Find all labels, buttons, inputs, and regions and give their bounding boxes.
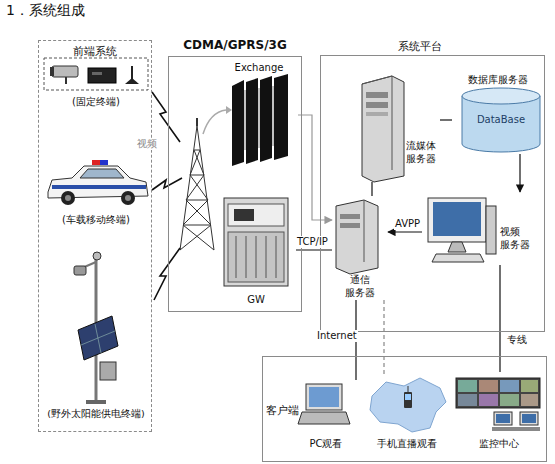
- laptop-icon: [298, 384, 350, 424]
- client-node: 手机直播观看: [365, 375, 454, 454]
- connector: [519, 154, 520, 192]
- node-label: 监控中心: [452, 438, 545, 451]
- node-label: 数据库服务器: [448, 74, 548, 87]
- node-label: 系统平台: [380, 40, 460, 54]
- connector: [388, 231, 422, 232]
- workstation-icon: [428, 198, 496, 262]
- terminal-node: (车载移动终端): [42, 150, 154, 232]
- client-node: 监控中心: [452, 372, 547, 454]
- panel: 系统平台数据库服务器DataBase流媒体 服务器通信 服务器视频 服务器: [318, 38, 550, 334]
- node-label: 客户端: [266, 404, 302, 418]
- solar-pole-icon: [74, 252, 118, 404]
- panel: CDMA/GPRS/3G ExchangeGW: [166, 36, 306, 314]
- exchange-icon: [232, 74, 288, 166]
- diagram-title: 1．系统组成: [6, 2, 85, 20]
- terminal-node: (野外太阳能供电终端): [40, 240, 154, 428]
- wireless-link: [152, 92, 182, 300]
- node-label: 通信 服务器: [334, 274, 386, 299]
- map-icon: [370, 378, 446, 432]
- connector: [371, 182, 372, 196]
- camera-icon: [50, 66, 78, 84]
- database-node: 数据库服务器DataBase: [452, 70, 550, 154]
- node-label: (固定终端): [42, 96, 150, 109]
- node-label: Exchange: [222, 62, 296, 75]
- node-label: 视频 服务器: [500, 226, 540, 251]
- edge-label: AVPP: [394, 218, 421, 230]
- node-sublabel: DataBase: [462, 114, 540, 127]
- connector: [298, 115, 332, 220]
- edge-label: Internet: [316, 330, 358, 342]
- node-label: 手机直播观看: [362, 438, 452, 451]
- edge-label: TCP/IP: [296, 236, 329, 248]
- server-node: 流媒体 服务器: [356, 70, 440, 182]
- connector: [383, 300, 384, 375]
- node-label: CDMA/GPRS/3G: [166, 38, 304, 53]
- node-label: (车载移动终端): [40, 214, 152, 227]
- gateway-node: GW: [218, 190, 296, 312]
- panel: 客户端PC观看手机直播观看监控中心: [262, 356, 547, 462]
- car-icon: [48, 160, 148, 205]
- monitor-wall-icon: [456, 378, 540, 431]
- node-label: GW: [218, 294, 294, 307]
- node-label: 前端系统: [40, 45, 150, 59]
- server-icon: [336, 200, 378, 274]
- terminal-node: (固定终端): [42, 56, 152, 112]
- exchange-node: Exchange: [226, 62, 298, 168]
- server-node: 通信 服务器: [332, 196, 388, 300]
- node-label: (野外太阳能供电终端): [40, 408, 152, 420]
- free-label: 视频: [136, 138, 158, 150]
- terminal-frame: [44, 58, 148, 90]
- antenna-icon: [125, 66, 139, 84]
- dvr-icon: [88, 68, 116, 83]
- server-icon: [362, 76, 404, 182]
- node-label: 流媒体 服务器: [406, 140, 438, 165]
- panel: 前端系统 (固定终端) (车载移动终端) (野外太阳能供电终端): [38, 38, 154, 434]
- gateway-icon: [224, 198, 288, 286]
- node-label: PC观看: [296, 438, 356, 451]
- database-icon: [462, 88, 540, 152]
- client-node: PC观看: [300, 380, 358, 454]
- video-link: [203, 110, 226, 134]
- edge-label: 专线: [506, 334, 528, 346]
- server-node: 视频 服务器: [422, 192, 542, 265]
- tower-icon: [180, 118, 214, 250]
- panel-border: [168, 56, 302, 312]
- video-link-head: [226, 106, 232, 114]
- connector: [440, 119, 452, 120]
